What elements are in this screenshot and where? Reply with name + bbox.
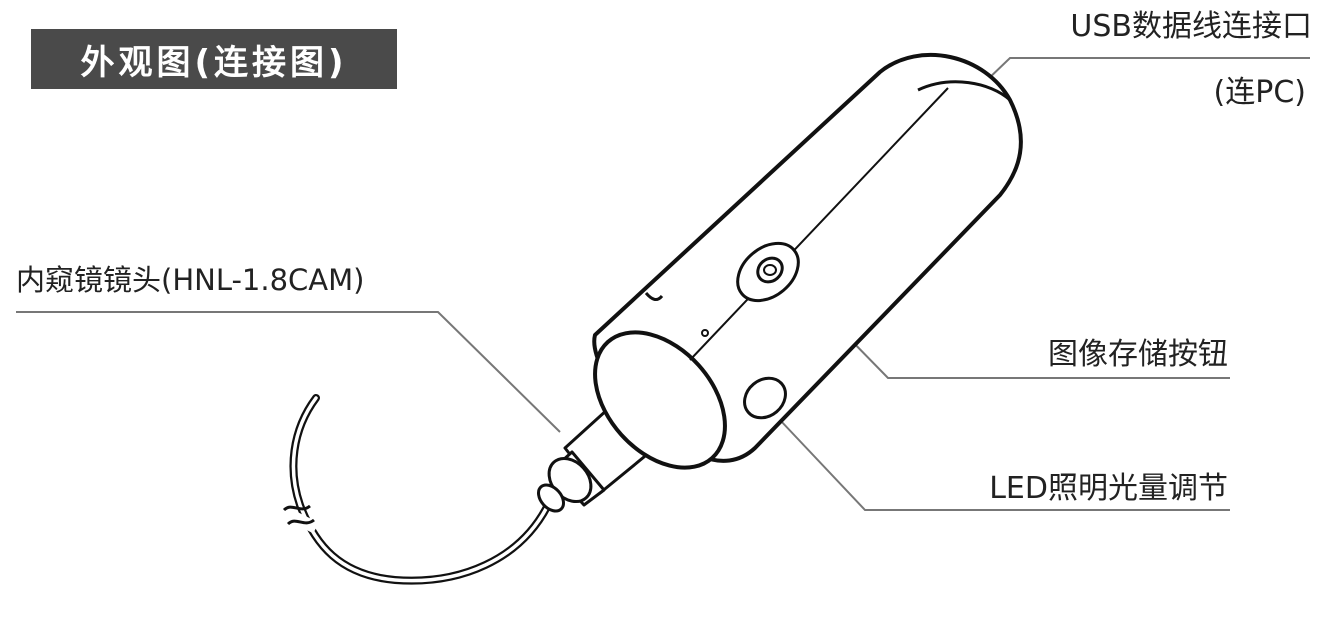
- title-box: 外观图(连接图): [31, 29, 397, 89]
- leader-lens: [16, 311, 561, 433]
- cable-break-mark-1: [282, 504, 311, 512]
- probe-tip: [537, 483, 565, 513]
- save-button-core: [763, 264, 777, 276]
- label-usb-port: USB数据线连接口: [1070, 9, 1312, 44]
- cable: [282, 394, 552, 585]
- label-usb-sub: (连PC): [1213, 75, 1306, 110]
- body-side-notch: [644, 292, 664, 302]
- label-lens: 内窥镜镜头(HNL-1.8CAM): [16, 263, 365, 297]
- leader-usb: [984, 57, 1310, 83]
- title-text: 外观图(连接图): [80, 42, 348, 83]
- label-led-adjust: LED照明光量调节: [989, 471, 1228, 506]
- body-rear-cap: [879, 53, 1012, 102]
- cable-inner: [291, 396, 550, 583]
- indicator-dot: [701, 329, 709, 337]
- led-dial: [743, 376, 787, 420]
- body-seam: [689, 87, 949, 361]
- body-front-face: [593, 330, 727, 470]
- leader-lines: [16, 57, 1310, 511]
- leader-led: [779, 419, 1230, 511]
- cable-break-mark-2: [286, 518, 315, 526]
- device-body: [592, 52, 1023, 470]
- label-save-button: 图像存储按钮: [1048, 337, 1228, 372]
